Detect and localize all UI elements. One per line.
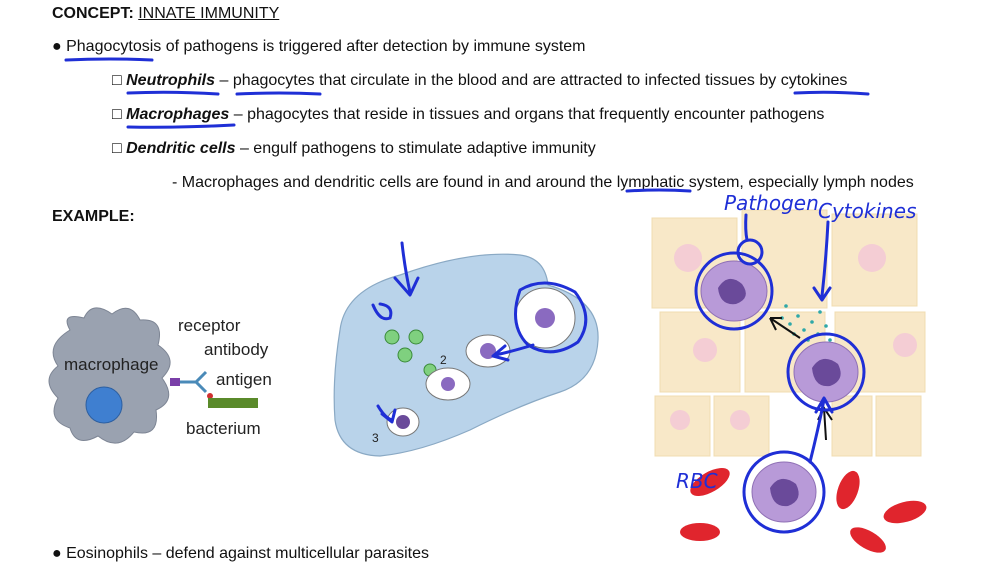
- bullet-phagocytosis: ● Phagocytosis of pathogens is triggered…: [52, 38, 586, 55]
- rbc: [836, 470, 860, 510]
- concept-heading: CONCEPT: INNATE IMMUNITY: [52, 4, 279, 24]
- black-arrow: [769, 317, 801, 339]
- macrophage-nucleus: [85, 386, 123, 424]
- pathogen-particle: [384, 329, 400, 345]
- macrophage-cell: [48, 307, 171, 444]
- ink-line: [744, 213, 749, 242]
- antibody-icon: [180, 370, 208, 394]
- desc-neutrophils: – phagocytes that circulate in the blood…: [219, 72, 848, 89]
- bullet-eosinophils: ● Eosinophils – defend against multicell…: [52, 545, 429, 562]
- figure-macrophage-antibody: macrophage receptor antibody antigen bac…: [48, 307, 272, 444]
- tissue-nucleus: [674, 244, 702, 272]
- rbc: [883, 500, 927, 524]
- item-macrophages: □ Macrophages – phagocytes that reside i…: [112, 105, 824, 125]
- tissue-cell: [831, 395, 873, 457]
- label-macrophage: macrophage: [64, 355, 159, 374]
- step-3-label: 3: [372, 431, 379, 445]
- label-antibody: antibody: [204, 340, 269, 359]
- item-neutrophils: □ Neutrophils – phagocytes that circulat…: [112, 71, 847, 91]
- tissue-nucleus: [858, 244, 886, 272]
- digested-pathogen: [396, 415, 410, 429]
- ink-circle: [694, 251, 774, 331]
- label-bacterium: bacterium: [186, 419, 261, 438]
- ink-arrow: [491, 343, 535, 362]
- ink-arrow: [808, 396, 834, 464]
- ink-underlines: [64, 57, 870, 193]
- rbc: [690, 468, 730, 496]
- figure-phagocytosis: 2 3: [333, 241, 599, 457]
- neutrophil-nucleus: [812, 358, 841, 387]
- ink-arrow: [393, 241, 420, 297]
- ink-label-rbc: RBC: [676, 469, 718, 493]
- item-dendritic: □ Dendritic cells – engulf pathogens to …: [112, 139, 596, 159]
- bacterium-icon: [208, 398, 258, 408]
- ink-circle: [742, 450, 826, 534]
- step-2-label: 2: [440, 353, 447, 367]
- antigen-icon: [207, 393, 213, 399]
- tissue-nucleus: [693, 338, 717, 362]
- neutrophil-nucleus: [718, 278, 746, 305]
- rbc: [680, 523, 720, 541]
- label-receptor: receptor: [178, 316, 241, 335]
- ink-arrow: [812, 220, 832, 302]
- term-macrophages: Macrophages: [126, 106, 230, 123]
- term-dendritic: Dendritic cells: [126, 140, 236, 157]
- ink-circle: [786, 332, 866, 412]
- rbc: [850, 527, 886, 553]
- ink-arrow: [371, 302, 393, 321]
- engulfed-pathogen: [441, 377, 455, 391]
- figure-tissue-migration: Pathogen Cytokines RBC: [651, 191, 927, 553]
- label-antigen: antigen: [216, 370, 272, 389]
- desc-dendritic: – engulf pathogens to stimulate adaptive…: [239, 140, 596, 157]
- pathogen-particle: [408, 329, 424, 345]
- checkbox-icon: □: [112, 140, 122, 157]
- ink-arrow: [376, 404, 397, 424]
- tissue-cell: [875, 395, 922, 457]
- checkbox-icon: □: [112, 106, 122, 123]
- tissue-nucleus: [730, 410, 750, 430]
- term-neutrophils: Neutrophils: [126, 72, 216, 89]
- concept-title: INNATE IMMUNITY: [138, 5, 280, 22]
- desc-macrophages: – phagocytes that reside in tissues and …: [233, 106, 825, 123]
- ink-label-pathogen: Pathogen: [724, 191, 819, 215]
- example-label: EXAMPLE:: [52, 208, 135, 225]
- tissue-nucleus: [893, 333, 917, 357]
- ink-circle: [514, 281, 588, 354]
- concept-prefix: CONCEPT:: [52, 5, 134, 22]
- checkbox-icon: □: [112, 72, 122, 89]
- note-lymphatic: - Macrophages and dendritic cells are fo…: [172, 174, 914, 191]
- receptor-icon: [170, 378, 180, 386]
- ink-circle: [736, 238, 764, 266]
- tissue-nucleus: [670, 410, 690, 430]
- pathogen-particle: [397, 347, 413, 363]
- neutrophil-nucleus: [770, 478, 799, 507]
- ink-label-cytokines: Cytokines: [818, 199, 916, 223]
- pathogen-core: [535, 308, 555, 328]
